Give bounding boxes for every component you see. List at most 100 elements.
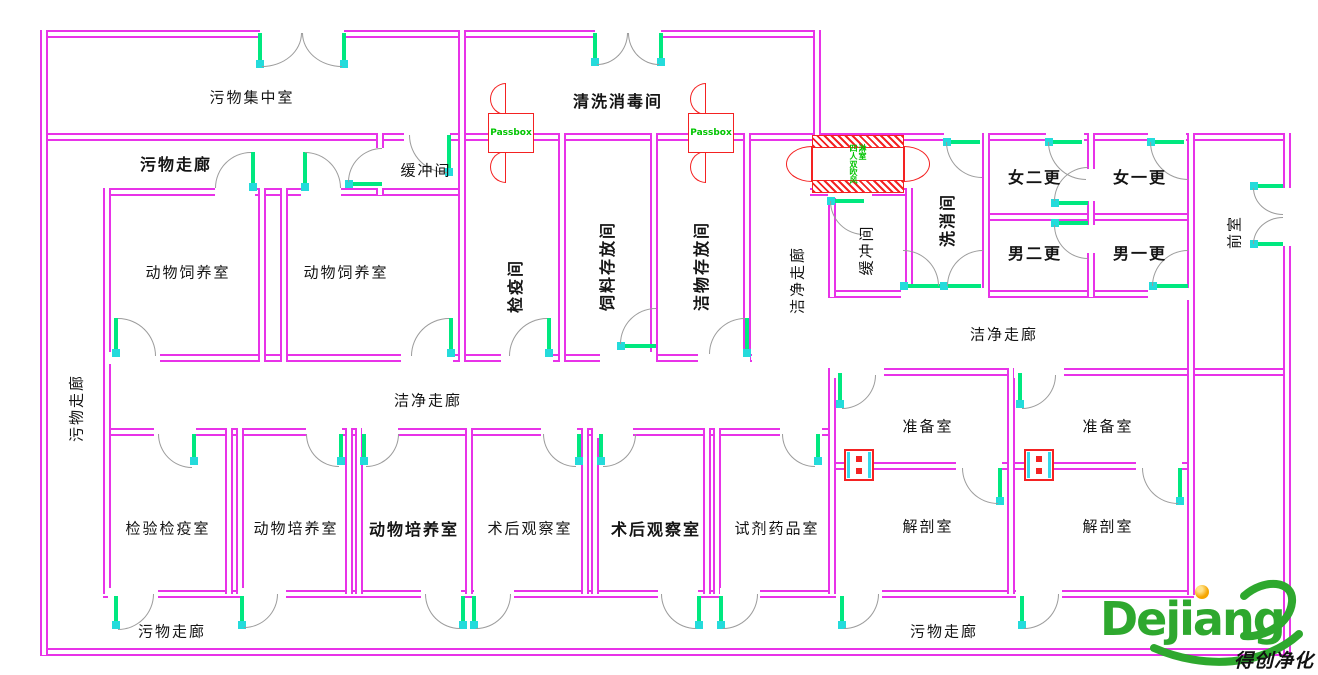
passbox-label: Passbox — [490, 128, 532, 138]
room-label-prep-1: 准备室 — [902, 417, 954, 436]
wall-segment — [236, 428, 244, 594]
door-swing-arc — [620, 308, 656, 344]
door-swing-arc — [244, 594, 278, 628]
wall-segment — [650, 133, 658, 362]
passbox-door-arc — [490, 83, 506, 115]
door-leaf — [1250, 240, 1283, 248]
wall-segment — [345, 428, 353, 594]
door-swing-arc — [946, 142, 982, 178]
room-label-female-1st-change: 女一更 — [1112, 168, 1168, 187]
transfer-window-side — [868, 452, 871, 478]
wall-segment — [828, 290, 1194, 298]
door-opening — [1085, 225, 1097, 253]
door-leaf — [459, 596, 467, 629]
corridor-label-clean-right: 洁净走廊 — [969, 325, 1039, 344]
door-leaf — [1051, 219, 1088, 227]
door-leaf — [445, 135, 453, 176]
wall-segment — [465, 428, 473, 594]
room-label-male-1st-change: 男一更 — [1112, 244, 1168, 263]
door-leaf — [575, 434, 583, 465]
door-leaf — [238, 596, 246, 629]
wall-segment — [813, 30, 821, 140]
door-opening — [698, 352, 750, 364]
door-swing-arc — [597, 33, 628, 65]
wall-segment — [703, 428, 711, 594]
door-swing-arc — [842, 375, 876, 409]
room-label-dissection-1: 解剖室 — [902, 517, 954, 536]
door-swing-arc — [709, 318, 745, 354]
door-leaf — [249, 152, 257, 191]
door-swing-arc — [158, 434, 192, 468]
door-swing-arc — [962, 468, 998, 504]
door-swing-arc — [411, 318, 449, 356]
door-swing-arc — [628, 33, 659, 65]
wall-segment — [40, 30, 821, 38]
door-leaf — [838, 596, 846, 629]
transfer-window — [844, 449, 874, 481]
wall-segment — [1087, 133, 1095, 171]
wall-segment — [1087, 199, 1095, 227]
door-swing-arc — [306, 434, 339, 467]
door-leaf — [657, 33, 665, 66]
wall-segment — [905, 188, 913, 297]
transfer-window-dot — [856, 468, 862, 474]
door-opening — [1148, 288, 1190, 300]
door-swing-arc — [118, 318, 156, 356]
air-shower-door-arc — [904, 146, 930, 182]
door-leaf — [717, 596, 725, 629]
transfer-window-dot — [1036, 456, 1042, 462]
door-swing-arc — [603, 434, 636, 467]
logo-brand-text: Dejiang — [1100, 592, 1286, 646]
door-swing-arc — [723, 594, 758, 629]
wall-segment — [40, 133, 1290, 141]
transfer-window-side — [1048, 452, 1051, 478]
door-leaf — [900, 282, 941, 290]
transfer-window-side — [1027, 452, 1030, 478]
corridor-label-waste-left: 污物走廊 — [67, 373, 86, 443]
door-leaf — [617, 342, 656, 350]
dejiang-logo: Dejiang 得创净化 — [1094, 576, 1318, 675]
wall-segment — [1187, 133, 1195, 595]
door-opening — [301, 186, 341, 198]
transfer-window-dot — [1036, 468, 1042, 474]
door-leaf — [545, 318, 553, 357]
room-label-buffer-tall: 缓冲间 — [857, 224, 876, 276]
wall-segment — [1007, 368, 1015, 594]
wall-segment — [40, 30, 48, 655]
room-label-post-op-1: 术后观察室 — [487, 519, 573, 538]
room-label-animal-culture-2: 动物培养室 — [368, 520, 460, 539]
door-swing-arc — [543, 434, 576, 467]
transfer-window — [1024, 449, 1054, 481]
room-label-prep-2: 准备室 — [1082, 417, 1134, 436]
door-leaf — [814, 434, 822, 465]
room-label-reagent: 试剂药品室 — [734, 519, 820, 538]
door-leaf — [1051, 199, 1088, 207]
wall-segment — [40, 648, 1290, 656]
door-swing-arc — [1024, 594, 1059, 629]
door-opening — [1085, 169, 1097, 201]
corridor-label-clean-vert: 洁净走廊 — [788, 245, 807, 315]
wall-segment — [828, 368, 836, 594]
door-leaf — [112, 596, 120, 629]
wall-segment — [713, 428, 721, 594]
door-opening — [215, 186, 255, 198]
door-opening — [1281, 188, 1293, 246]
wall-segment — [458, 30, 466, 362]
door-leaf — [591, 33, 599, 66]
wall-segment — [1087, 251, 1095, 297]
door-swing-arc — [844, 594, 879, 629]
door-leaf — [1149, 282, 1188, 290]
room-label-quarantine: 检疫间 — [506, 258, 525, 314]
wall-segment — [581, 428, 589, 594]
room-label-waste-collection: 污物集中室 — [209, 88, 295, 107]
door-swing-arc — [302, 33, 342, 67]
passbox — [688, 113, 734, 153]
air-shower-hatch — [813, 136, 903, 148]
door-leaf — [340, 33, 348, 68]
door-swing-arc — [1253, 188, 1283, 215]
room-label-ante-room: 前室 — [1225, 214, 1244, 250]
transfer-window-side — [847, 452, 850, 478]
wall-segment — [558, 133, 566, 362]
room-label-buffer-top: 缓冲间 — [400, 161, 452, 180]
